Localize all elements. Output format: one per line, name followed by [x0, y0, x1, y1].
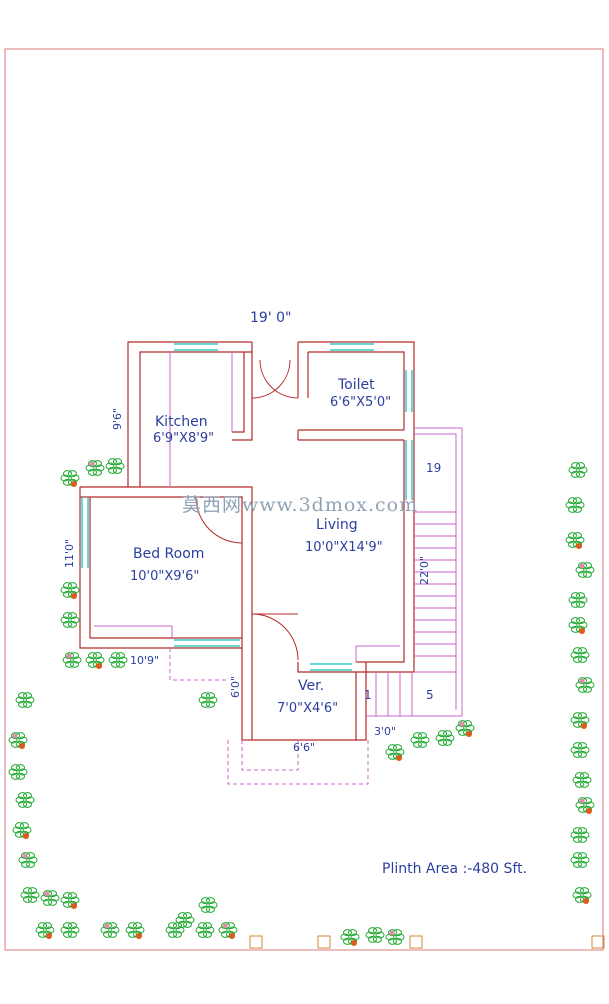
- plant-icon: [195, 922, 215, 938]
- plant-icon: [568, 617, 588, 634]
- dim-bedroom-bottom: 10'9": [130, 654, 160, 667]
- plant-icon: [85, 460, 105, 476]
- plant-icon: [85, 652, 105, 669]
- plant-icon: [340, 929, 360, 946]
- plant-icon: [570, 852, 590, 868]
- plant-icon: [570, 742, 590, 758]
- plant-icon: [175, 912, 195, 928]
- plant-icon: [565, 532, 585, 549]
- plant-icon: [568, 462, 588, 478]
- plant-icon: [365, 927, 385, 943]
- plant-icon: [8, 732, 28, 749]
- plant-icon: [108, 652, 128, 668]
- dim-ver-side: 6'0": [229, 675, 242, 698]
- bedroom-size: 10'0"X9'6": [130, 569, 200, 584]
- dim-bedroom-side: 11'0": [63, 538, 76, 568]
- plant-icon: [20, 887, 40, 903]
- dim-top-width: 19' 0": [250, 310, 292, 326]
- doors: [195, 359, 299, 661]
- stair-count-right: 5: [426, 688, 434, 702]
- plant-icon: [218, 922, 238, 939]
- windows: [81, 343, 413, 671]
- plant-icon: [12, 822, 32, 839]
- boundary-pillars: [249, 935, 605, 949]
- plant-icon: [60, 892, 80, 909]
- living-name: Living: [316, 517, 358, 533]
- bedroom-name: Bed Room: [133, 546, 205, 562]
- plant-icon: [575, 562, 595, 578]
- plant-icon: [198, 897, 218, 913]
- verandah-name: Ver.: [298, 678, 325, 694]
- watermark: 莫西网www.3dmox.com: [182, 494, 419, 516]
- verandah-size: 7'0"X4'6": [277, 701, 339, 716]
- plant-icon: [35, 922, 55, 939]
- plant-icon: [105, 458, 125, 474]
- dim-stair-length: 22'0": [418, 555, 431, 585]
- plant-icon: [435, 730, 455, 746]
- kitchen-name: Kitchen: [155, 414, 208, 430]
- toilet-size: 6'6"X5'0": [330, 395, 392, 410]
- plant-icon: [15, 792, 35, 808]
- plant-icon: [568, 592, 588, 608]
- plant-icon: [18, 852, 38, 868]
- plinth-area-label: Plinth Area :-480 Sft.: [382, 861, 528, 877]
- plant-icon: [15, 692, 35, 708]
- plant-icon: [410, 732, 430, 748]
- plot-boundary: [4, 48, 604, 951]
- plant-icon: [62, 652, 82, 668]
- verandah-steps: [169, 648, 369, 785]
- plant-icon: [125, 922, 145, 939]
- plant-icon: [575, 797, 595, 814]
- dim-kitchen-side: 9'6": [111, 407, 124, 430]
- dim-ver-bottom: 6'6": [293, 741, 316, 754]
- plant-icon: [565, 497, 585, 513]
- plants: [8, 458, 595, 946]
- plant-icon: [570, 827, 590, 843]
- plant-icon: [572, 772, 592, 788]
- staircase: [366, 427, 463, 717]
- plant-icon: [60, 612, 80, 628]
- living-size: 10'0"X14'9": [305, 540, 383, 555]
- plant-icon: [385, 744, 405, 761]
- stair-top-count: 19: [426, 461, 442, 475]
- plant-icon: [198, 692, 218, 708]
- stair-count-left: 1: [364, 688, 372, 702]
- plant-icon: [570, 647, 590, 663]
- plant-icon: [572, 887, 592, 904]
- plant-icon: [455, 720, 475, 737]
- plant-icon: [60, 582, 80, 599]
- plant-icon: [165, 922, 185, 938]
- plant-icon: [570, 712, 590, 729]
- dim-step-width: 3'0": [374, 725, 397, 738]
- plant-icon: [385, 929, 405, 945]
- plant-icon: [60, 470, 80, 487]
- furniture: [94, 352, 400, 662]
- plant-icon: [40, 890, 60, 906]
- toilet-name: Toilet: [338, 377, 375, 393]
- kitchen-size: 6'9"X8'9": [153, 431, 215, 446]
- plant-icon: [60, 922, 80, 938]
- plant-icon: [575, 677, 595, 693]
- plant-icon: [8, 764, 28, 780]
- plant-icon: [100, 922, 120, 938]
